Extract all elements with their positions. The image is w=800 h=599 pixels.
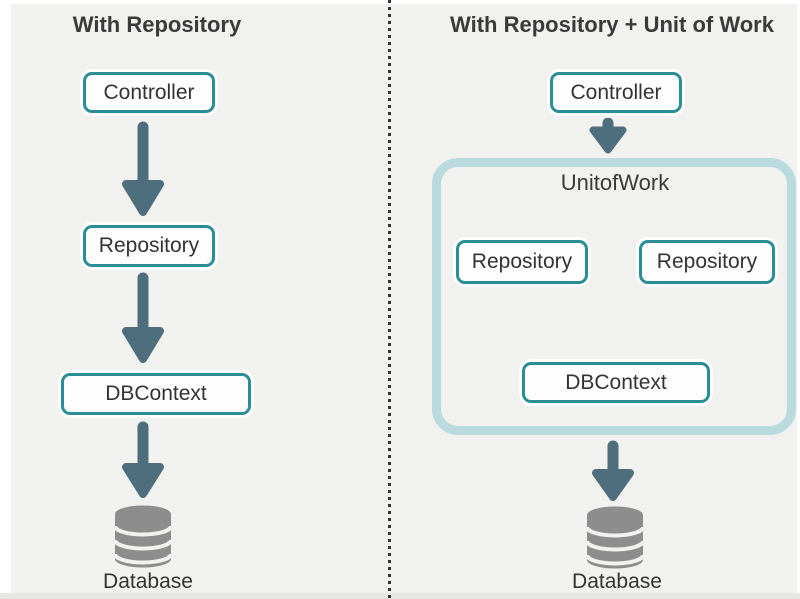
unit-of-work-label: UnitofWork xyxy=(560,170,670,195)
repository-node: Repository xyxy=(83,225,215,267)
page-edge-left xyxy=(0,0,11,599)
page-edge-bottom xyxy=(0,593,800,599)
repository-node-right: Repository xyxy=(639,240,775,284)
dbcontext-node: DBContext xyxy=(61,373,251,415)
database-icon xyxy=(585,506,645,569)
database-label: Database xyxy=(103,570,193,593)
left-panel-title: With Repository xyxy=(72,12,242,37)
down-arrow-icon xyxy=(122,272,164,363)
controller-node-label: Controller xyxy=(570,80,662,104)
repository-node-label: Repository xyxy=(656,250,758,273)
down-arrow-icon xyxy=(122,421,164,498)
page-edge-top xyxy=(0,0,800,4)
short-down-arrow-icon xyxy=(589,118,627,154)
controller-node-label: Controller xyxy=(103,80,195,104)
divider-dotted-line xyxy=(388,0,391,599)
controller-node: Controller xyxy=(83,72,215,113)
repository-node-left: Repository xyxy=(456,240,588,284)
database-label: Database xyxy=(572,570,662,593)
right-panel-title: With Repository + Unit of Work xyxy=(450,12,774,37)
unit-of-work-container xyxy=(432,158,796,435)
down-arrow-icon xyxy=(122,121,164,216)
down-arrow-icon xyxy=(592,440,634,501)
dbcontext-node-label: DBContext xyxy=(105,382,207,405)
repository-node-label: Repository xyxy=(98,234,200,257)
repository-node-label: Repository xyxy=(471,250,573,273)
database-icon xyxy=(113,505,173,568)
dbcontext-node-label: DBContext xyxy=(565,370,667,394)
controller-node: Controller xyxy=(550,72,682,113)
dbcontext-node: DBContext xyxy=(522,362,710,403)
page-edge-right xyxy=(797,0,800,599)
